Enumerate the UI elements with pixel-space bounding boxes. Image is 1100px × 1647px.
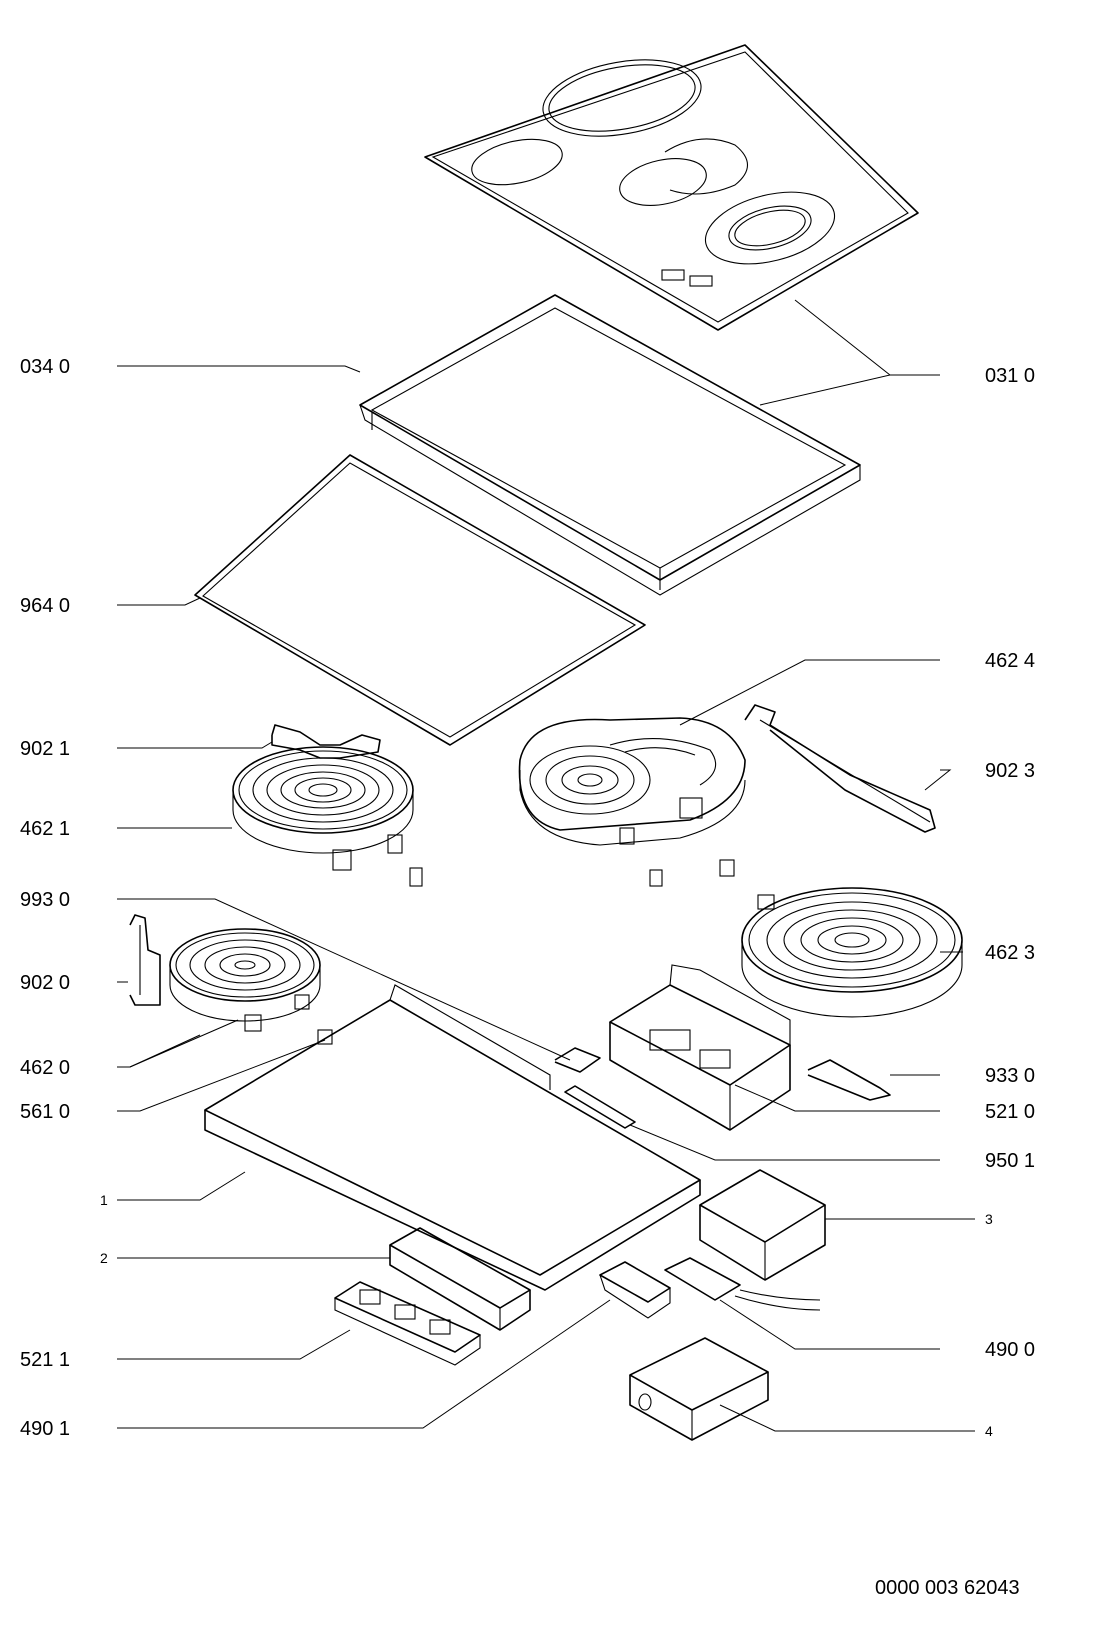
strip-950-1 [564,1085,636,1129]
label-902-1: 902 1 [20,738,70,760]
label-521-0: 521 0 [985,1101,1035,1123]
sensor-933-0 [807,1059,891,1101]
part-labels: 034 0 031 0 964 0 462 4 902 1 902 3 462 … [20,356,1035,1440]
terminal-490-1 [599,1261,671,1319]
bracket-902-3 [744,704,936,833]
label-521-1: 521 1 [20,1349,70,1371]
heating-element-462-4 [518,717,746,887]
label-490-0: 490 0 [985,1339,1035,1361]
cover-3 [699,1169,826,1281]
label-933-0: 933 0 [985,1065,1035,1087]
label-2: 2 [100,1250,108,1266]
clip-993-0 [554,1047,601,1073]
heating-element-462-1 [232,746,423,887]
bracket-902-1 [271,724,381,759]
control-housing-521-0 [609,964,791,1131]
label-950-1: 950 1 [985,1150,1035,1172]
document-number: 0000 003 62043 [875,1577,1020,1599]
label-462-0: 462 0 [20,1057,70,1079]
label-902-0: 902 0 [20,972,70,994]
tray-4 [629,1337,769,1441]
bottom-tray [204,984,701,1291]
label-4: 4 [985,1423,993,1439]
bracket-902-0 [129,914,161,1006]
seal-gasket [194,454,646,746]
hob-frame [359,294,861,596]
label-964-0: 964 0 [20,595,70,617]
label-993-0: 993 0 [20,889,70,911]
label-462-1: 462 1 [20,818,70,840]
connector-490-0 [664,1257,821,1311]
label-3: 3 [985,1211,993,1227]
glass-ceramic-top [424,44,919,331]
label-462-3: 462 3 [985,942,1035,964]
label-031-0: 031 0 [985,365,1035,387]
control-board-521-1 [334,1281,481,1366]
heating-element-462-0 [169,928,333,1045]
label-462-4: 462 4 [985,650,1035,672]
heating-element-462-3 [719,859,963,1018]
label-034-0: 034 0 [20,356,70,378]
label-1: 1 [100,1192,108,1208]
label-561-0: 561 0 [20,1101,70,1123]
leader-lines [117,299,975,1432]
label-902-3: 902 3 [985,760,1035,782]
housing-2 [389,1227,531,1331]
label-490-1: 490 1 [20,1418,70,1440]
